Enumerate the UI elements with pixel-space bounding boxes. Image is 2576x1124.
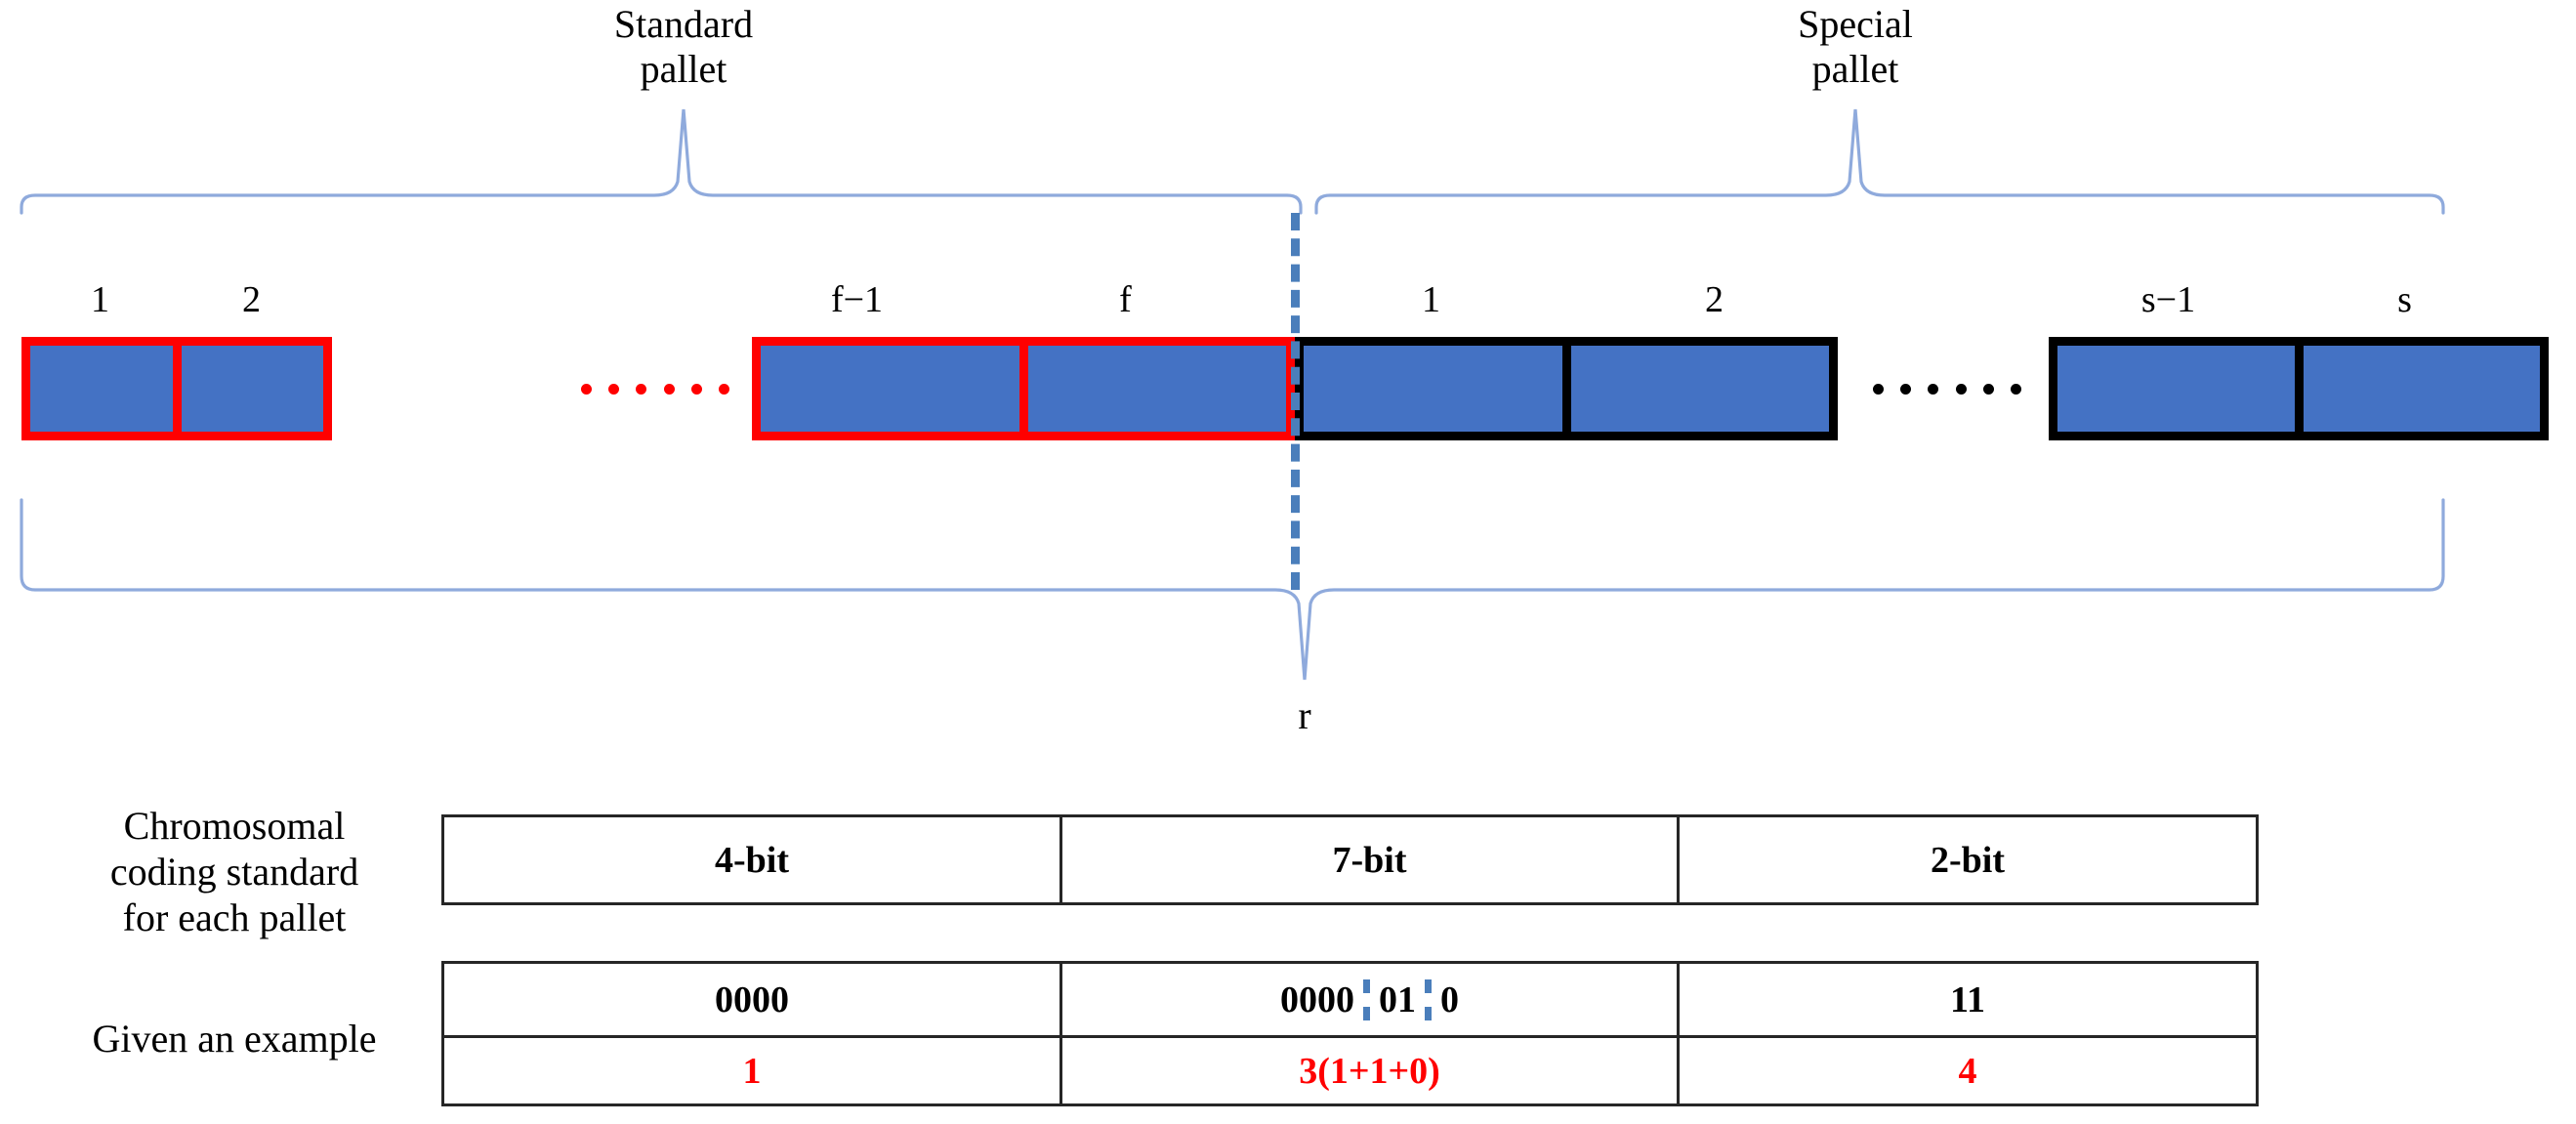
standard-pallet-group-end[interactable] bbox=[752, 337, 1295, 440]
coding-standard-caption: Chromosomal coding standard for each pal… bbox=[109, 804, 359, 939]
table-row: 4-bit 7-bit 2-bit bbox=[441, 814, 2259, 905]
bit7-part-3: 0 bbox=[1440, 978, 1459, 1020]
header-cell-2bit: 2-bit bbox=[1677, 814, 2259, 905]
r-label: r bbox=[1298, 693, 1311, 737]
example-cell-2bit: 11 bbox=[1677, 961, 2259, 1038]
pallet-block[interactable] bbox=[172, 346, 323, 432]
pallet-block[interactable] bbox=[761, 346, 1019, 432]
standard-pallet-group-start[interactable] bbox=[21, 337, 332, 440]
table-row: 0000 0000 01 0 11 bbox=[441, 961, 2259, 1038]
value-cell-2bit: 4 bbox=[1677, 1035, 2259, 1106]
special-pallet-group-end[interactable] bbox=[2049, 337, 2549, 440]
standard-block-label-2: 2 bbox=[242, 279, 261, 320]
standard-pallet-brace-label: Standard pallet bbox=[613, 2, 754, 91]
standard-block-label-f-minus-1: f−1 bbox=[830, 279, 884, 320]
table-row: 1 3(1+1+0) 4 bbox=[441, 1035, 2259, 1106]
bit7-part-2: 01 bbox=[1379, 978, 1416, 1020]
special-pallet-brace-label: Special pallet bbox=[1798, 2, 1913, 91]
value-cell-7bit: 3(1+1+0) bbox=[1059, 1035, 1680, 1106]
example-table: 0000 0000 01 0 11 1 3(1+1+0) 4 bbox=[441, 961, 2259, 1106]
example-cell-7bit: 0000 01 0 bbox=[1059, 961, 1680, 1038]
standard-pallet-ellipsis bbox=[581, 383, 729, 395]
coding-standard-table: 4-bit 7-bit 2-bit bbox=[441, 814, 2259, 905]
pallet-block[interactable] bbox=[1561, 346, 1829, 432]
pallet-block[interactable] bbox=[30, 346, 173, 432]
standard-block-label-f: f bbox=[1119, 279, 1132, 320]
pallet-block[interactable] bbox=[1304, 346, 1562, 432]
example-cell-4bit: 0000 bbox=[441, 961, 1062, 1038]
bit-separator-icon bbox=[1363, 978, 1370, 1020]
special-block-label-s-minus-1: s−1 bbox=[2140, 279, 2196, 320]
value-cell-4bit: 1 bbox=[441, 1035, 1062, 1106]
special-block-label-2: 2 bbox=[1705, 279, 1724, 320]
pallet-block[interactable] bbox=[1018, 346, 1286, 432]
special-pallet-ellipsis bbox=[1873, 383, 2021, 395]
header-cell-7bit: 7-bit bbox=[1059, 814, 1680, 905]
bit7-part-1: 0000 bbox=[1280, 978, 1354, 1020]
pallet-block[interactable] bbox=[2294, 346, 2540, 432]
r-boundary-divider bbox=[1291, 213, 1300, 590]
bit-separator-icon bbox=[1425, 978, 1432, 1020]
standard-block-label-1: 1 bbox=[91, 279, 109, 320]
special-pallet-group-start[interactable] bbox=[1295, 337, 1838, 440]
special-block-label-s: s bbox=[2397, 279, 2412, 320]
pallet-block[interactable] bbox=[2057, 346, 2295, 432]
special-block-label-1: 1 bbox=[1422, 279, 1440, 320]
header-cell-4bit: 4-bit bbox=[441, 814, 1062, 905]
example-caption: Given an example bbox=[92, 1017, 377, 1061]
